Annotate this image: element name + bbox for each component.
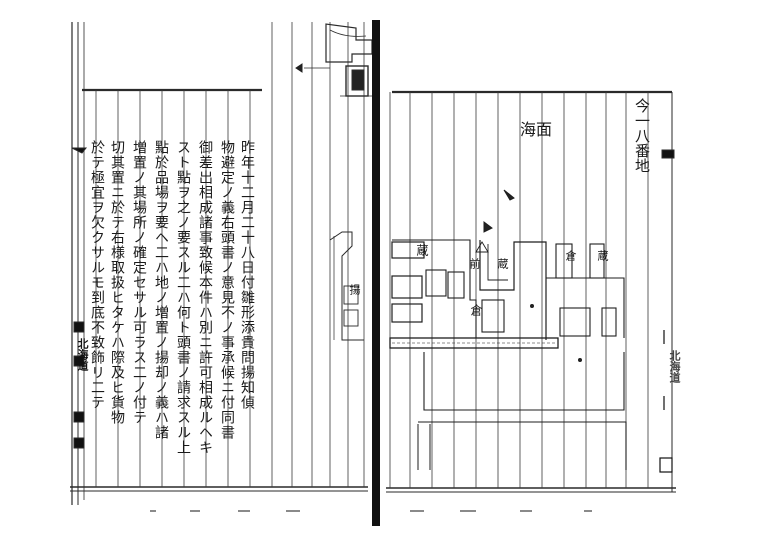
map-sea-label: 海面: [520, 120, 553, 139]
right-binding-tab-label: 北海道: [668, 350, 681, 383]
map-lot-label-1: 蔵: [415, 244, 429, 256]
map-lot-label-6: 倉: [469, 304, 483, 316]
letter-column-7: 切其置ニ於テ右様取扱ヒタケハ際及ヒ貨物: [109, 140, 125, 425]
map-lot-label-7: 揚: [348, 284, 361, 295]
map-lot-label-5: 蔵: [596, 250, 609, 261]
letter-column-1: 昨年十二月二十八日付雛形添貴問揚知偵: [239, 140, 255, 410]
right-page: [386, 90, 676, 493]
letter-column-8: 於テ極宜ヲ欠クサルモ到底不致飾リ二テ: [89, 140, 105, 410]
map-lot-label-2: 前: [468, 258, 481, 269]
bottom-edge-marks: [150, 510, 592, 512]
map-lot-label-4: 倉: [564, 250, 577, 261]
letter-column-2: 物避定ノ義右頭書ノ意見不ノ事承候ニ付同書: [219, 140, 235, 440]
letter-column-5: 點於品場ヲ要ヘ二ハ地ノ増置ノ揚却ノ義ハ諸: [153, 140, 169, 440]
left-binding-tab-label: 北海道: [76, 338, 89, 371]
center-gutter: [372, 20, 380, 526]
left-page: [70, 22, 373, 505]
map-lot-label-3: 蔵: [496, 258, 509, 269]
letter-column-3: 御差出相成諸事致候本件ハ別ニ許可相成ルヘキ: [197, 140, 213, 455]
harbour-plan: [389, 189, 627, 470]
map-title-label: 今一八番地: [633, 98, 651, 173]
letter-column-4: スト點ヲ之ノ要スル二ハ何ト頭書ノ請求スル上: [175, 140, 191, 455]
letter-column-6: 増置ノ其場所ノ確定セサル可ラス二ノ付テ: [131, 140, 147, 425]
